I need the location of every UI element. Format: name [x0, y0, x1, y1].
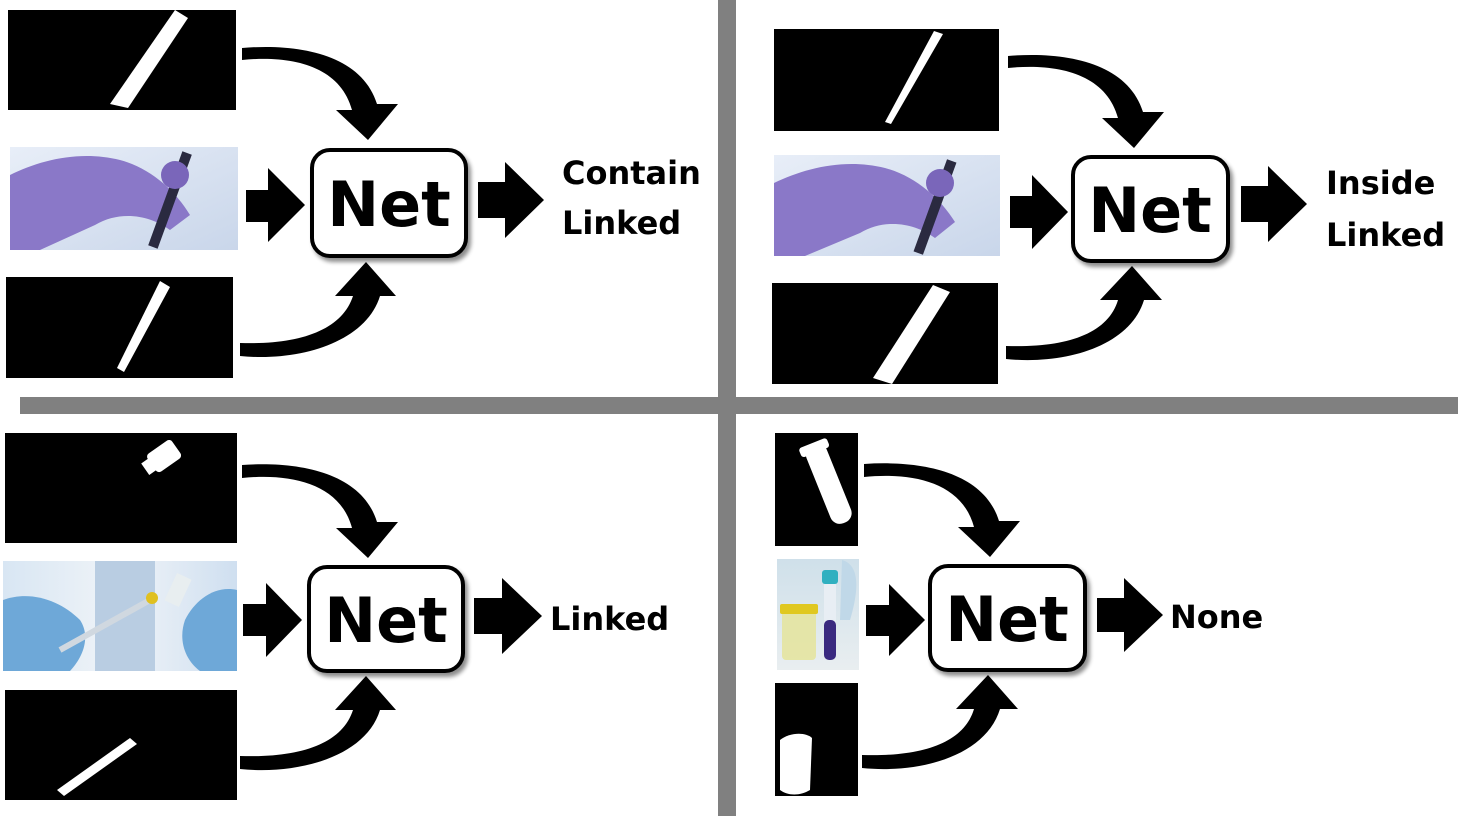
mask-image-bottom: [775, 683, 858, 796]
net-label: Net: [1088, 174, 1212, 247]
output-label-line-2: Linked: [562, 204, 681, 242]
panel-bottom-left: Net Linked: [3, 433, 669, 800]
net-box: [310, 148, 468, 258]
curved-arrow-up: [240, 262, 396, 358]
arrow-net-to-output: [478, 162, 544, 238]
arrow-photo-to-net: [866, 584, 925, 656]
output-label-line-2: Linked: [1326, 216, 1445, 254]
net-box: [928, 564, 1087, 672]
net-label: Net: [945, 583, 1069, 656]
curved-arrow-down: [242, 46, 398, 140]
horizontal-divider: [20, 397, 1458, 414]
photo-image: [10, 147, 238, 250]
curved-arrow-up: [240, 676, 396, 771]
mask-image-bottom: [772, 283, 998, 384]
curved-arrow-up: [1006, 266, 1162, 361]
arrow-photo-to-net: [1010, 175, 1068, 249]
mask-image-top: [5, 433, 237, 543]
arrow-photo-to-net: [243, 583, 302, 657]
net-label: Net: [327, 168, 451, 241]
panel-top-right: Net Inside Linked: [772, 29, 1445, 384]
output-label-line-1: Linked: [550, 600, 669, 638]
output-label-line-1: Inside: [1326, 164, 1435, 202]
curved-arrow-down: [1008, 54, 1164, 148]
mask-image-top: [8, 10, 236, 110]
net-box: [307, 565, 465, 673]
curved-arrow-down: [242, 464, 398, 558]
photo-image: [777, 559, 859, 670]
curved-arrow-down: [864, 463, 1020, 557]
panel-bottom-right: Net None: [775, 433, 1263, 796]
net-box: [1071, 155, 1230, 263]
arrow-photo-to-net: [246, 168, 305, 242]
mask-image-top: [775, 433, 858, 546]
curved-arrow-up: [862, 675, 1018, 770]
photo-image: [3, 561, 237, 671]
mask-image-bottom: [6, 277, 233, 378]
arrow-net-to-output: [1241, 166, 1307, 242]
arrow-net-to-output: [474, 578, 542, 654]
net-label: Net: [324, 584, 448, 657]
panel-top-left: Net Contain Linked: [6, 10, 701, 378]
output-label-line-1: Contain: [562, 154, 701, 192]
photo-image: [774, 155, 1000, 256]
mask-image-top: [774, 29, 999, 131]
output-label-line-1: None: [1170, 598, 1263, 636]
arrow-net-to-output: [1097, 578, 1163, 652]
mask-image-bottom: [5, 690, 237, 800]
